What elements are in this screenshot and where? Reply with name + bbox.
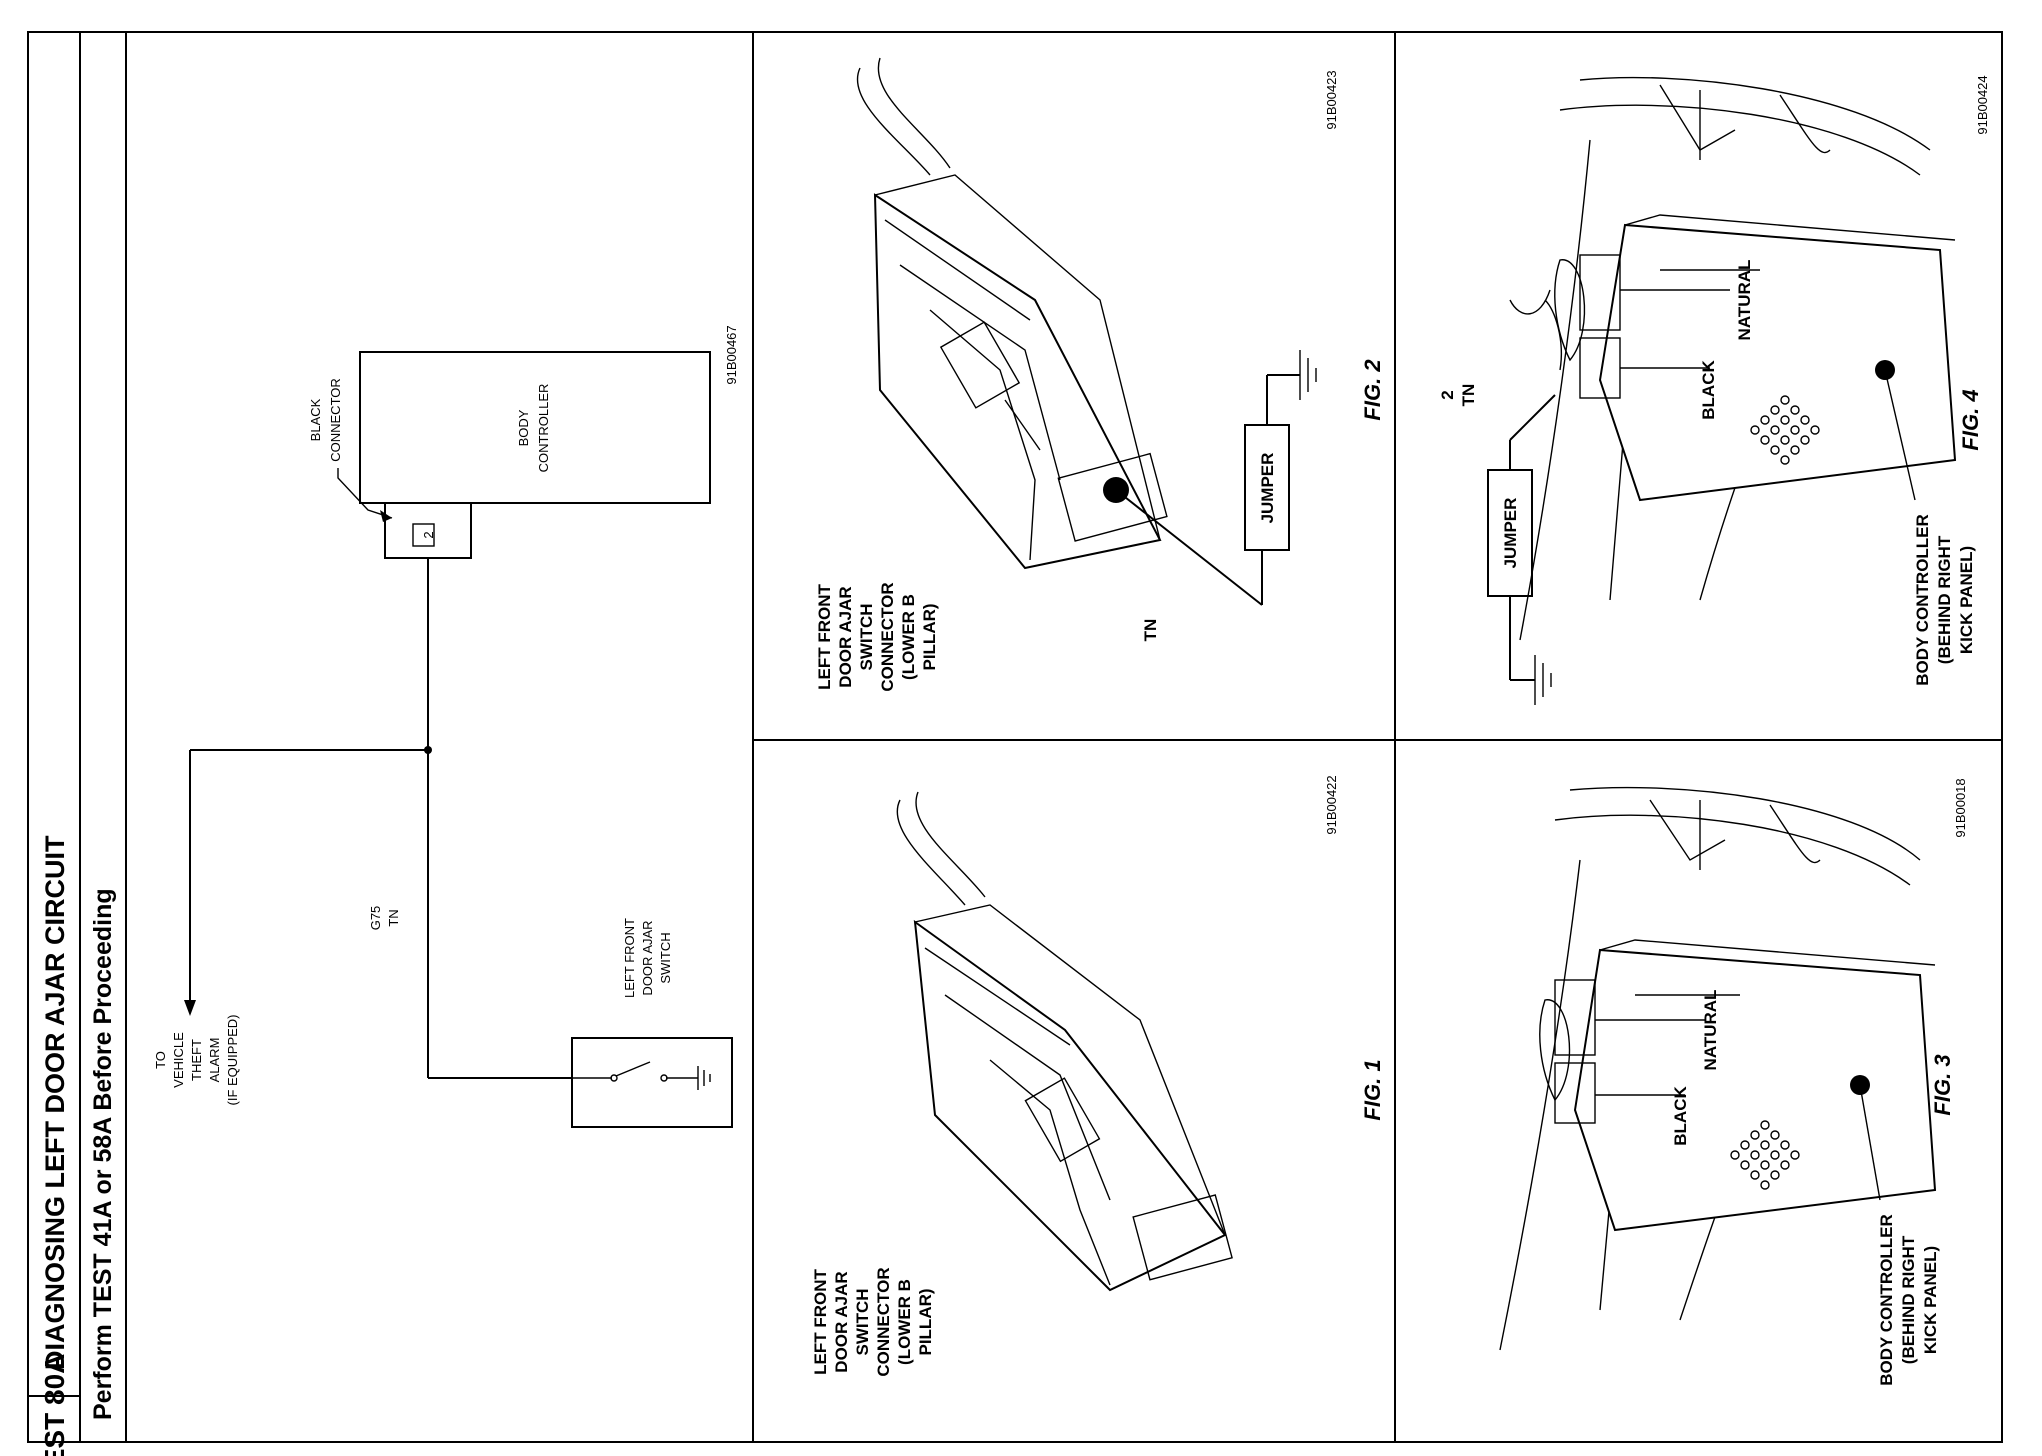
fig1-label-line2: DOOR AJAR bbox=[832, 1271, 851, 1372]
fig3-body-controller bbox=[1573, 948, 1937, 1232]
fig4-body-controller bbox=[1598, 223, 1957, 502]
fig1-connector bbox=[913, 919, 1227, 1292]
body-controller-label-line1: BODY bbox=[516, 409, 531, 446]
fig4-natural-connector bbox=[1579, 254, 1621, 331]
fig2-label-line2: DOOR AJAR bbox=[836, 586, 855, 687]
fig1-label-line5: (LOWER B bbox=[895, 1279, 914, 1365]
test-number: TEST 80A bbox=[39, 1354, 70, 1456]
to-alarm-line2: VEHICLE bbox=[171, 1032, 186, 1088]
fig2-label-line1: LEFT FRONT bbox=[815, 584, 834, 690]
fig4-panel: JUMPER 2 TN BLACK NATURAL BODY CONTROLLE… bbox=[1438, 75, 1990, 705]
to-alarm-line5: (IF EQUIPPED) bbox=[225, 1014, 240, 1105]
fig2-label-line5: (LOWER B bbox=[899, 594, 918, 680]
fig3-code: 91B00018 bbox=[1953, 778, 1968, 837]
wire-label-line2: TN bbox=[386, 909, 401, 926]
fig2-label-line3: SWITCH bbox=[857, 603, 876, 670]
switch-label-line1: LEFT FRONT bbox=[622, 918, 637, 998]
schematic-code: 91B00467 bbox=[724, 325, 739, 384]
switch-label-line3: SWITCH bbox=[658, 932, 673, 983]
fig3-natural-connector bbox=[1554, 979, 1596, 1056]
black-connector-label-line1: BLACK bbox=[308, 398, 323, 441]
fig1-label-line4: CONNECTOR bbox=[874, 1267, 893, 1376]
fig3-controller-line3: KICK PANEL) bbox=[1921, 1246, 1940, 1354]
fig3-natural-label: NATURAL bbox=[1701, 990, 1720, 1071]
header: TEST 80A DIAGNOSING LEFT DOOR AJAR CIRCU… bbox=[39, 835, 117, 1456]
fig4-caption: FIG. 4 bbox=[1958, 389, 1983, 450]
fig2-code: 91B00423 bbox=[1324, 70, 1339, 129]
fig4-black-label: BLACK bbox=[1699, 360, 1718, 420]
switch-label-line2: DOOR AJAR bbox=[640, 920, 655, 995]
fig2-jumper-label: JUMPER bbox=[1258, 453, 1277, 524]
fig2-caption: FIG. 2 bbox=[1360, 359, 1385, 421]
fig3-vent-holes bbox=[1730, 1120, 1800, 1190]
body-controller-label-line2: CONTROLLER bbox=[536, 384, 551, 473]
pin-2-box bbox=[412, 523, 435, 547]
to-alarm-line4: ALARM bbox=[207, 1038, 222, 1083]
fig4-controller-line2: (BEHIND RIGHT bbox=[1935, 535, 1954, 664]
fig2-panel: JUMPER TN LEFT FRONT DOOR AJAR SWITCH CO… bbox=[815, 57, 1385, 692]
fig1-panel: LEFT FRONT DOOR AJAR SWITCH CONNECTOR (L… bbox=[811, 775, 1385, 1376]
fig4-harness bbox=[1554, 259, 1586, 362]
fig4-controller-line1: BODY CONTROLLER bbox=[1913, 514, 1932, 686]
fig3-black-label: BLACK bbox=[1671, 1086, 1690, 1146]
fig1-label-line3: SWITCH bbox=[853, 1288, 872, 1355]
fig3-controller-line2: (BEHIND RIGHT bbox=[1899, 1235, 1918, 1364]
pin-number: 2 bbox=[421, 531, 436, 538]
fig4-wire: TN bbox=[1459, 384, 1478, 407]
page-title: DIAGNOSING LEFT DOOR AJAR CIRCUIT bbox=[40, 835, 70, 1370]
body-controller-box bbox=[359, 351, 711, 504]
fig1-code: 91B00422 bbox=[1324, 775, 1339, 834]
wiring-schematic: 2 BLACK CONNECTOR BODY CONTROLLER G75 TN… bbox=[153, 325, 739, 1128]
fig4-controller-line3: KICK PANEL) bbox=[1957, 546, 1976, 654]
page-subtitle: Perform TEST 41A or 58A Before Proceedin… bbox=[89, 888, 117, 1420]
fig4-jumper-label: JUMPER bbox=[1501, 498, 1520, 569]
door-ajar-switch-box bbox=[571, 1037, 733, 1128]
fig4-natural-label: NATURAL bbox=[1735, 260, 1754, 341]
black-connector-leader bbox=[337, 468, 393, 519]
fig2-label-line6: PILLAR) bbox=[920, 603, 939, 670]
fig3-panel: BLACK NATURAL BODY CONTROLLER (BEHIND RI… bbox=[1499, 778, 1968, 1386]
fig1-label-line1: LEFT FRONT bbox=[811, 1269, 830, 1375]
fig2-cable bbox=[857, 67, 931, 176]
black-connector-label-line2: CONNECTOR bbox=[328, 378, 343, 462]
fig3-controller-line1: BODY CONTROLLER bbox=[1877, 1214, 1896, 1386]
fig1-cable bbox=[896, 799, 966, 906]
page-frame bbox=[27, 31, 2003, 1443]
fig2-label-line4: CONNECTOR bbox=[878, 582, 897, 691]
black-connector-box bbox=[384, 502, 472, 559]
switch-contact bbox=[615, 1061, 651, 1077]
fig1-caption: FIG. 1 bbox=[1360, 1059, 1385, 1120]
fig3-black-connector bbox=[1554, 1062, 1596, 1124]
fig4-vent-holes bbox=[1750, 395, 1820, 465]
wire-label-line1: G75 bbox=[368, 906, 383, 931]
fig1-label-line6: PILLAR) bbox=[916, 1288, 935, 1355]
fig4-pin: 2 bbox=[1438, 390, 1457, 399]
alarm-arrow bbox=[184, 1000, 196, 1016]
fig2-wire-label: TN bbox=[1141, 619, 1160, 642]
fig2-connector bbox=[873, 193, 1162, 570]
fig3-caption: FIG. 3 bbox=[1930, 1054, 1955, 1115]
to-alarm-line1: TO bbox=[153, 1051, 168, 1069]
to-alarm-line3: THEFT bbox=[189, 1039, 204, 1081]
fig4-code: 91B00424 bbox=[1975, 75, 1990, 134]
